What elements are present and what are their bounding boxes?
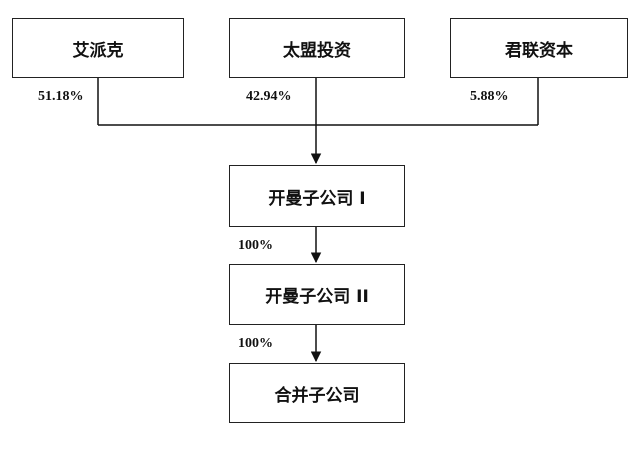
shareholder-box-junlian: 君联资本	[450, 18, 628, 78]
subsidiary-name: 合并子公司	[274, 385, 360, 406]
subsidiary-box-cayman-2: 开曼子公司 II	[229, 264, 405, 325]
share-label-aipaike: 51.18%	[38, 89, 84, 104]
subsidiary-name: 开曼子公司 II	[265, 287, 369, 307]
share-label-cayman-2: 100%	[238, 336, 273, 351]
share-label-taimeng: 42.94%	[246, 89, 292, 104]
shareholder-name: 太盟投资	[283, 40, 351, 61]
subsidiary-box-cayman-1: 开曼子公司 I	[229, 165, 405, 227]
shareholder-box-taimeng: 太盟投资	[229, 18, 405, 78]
subsidiary-name: 开曼子公司 I	[268, 188, 366, 209]
shareholder-box-aipaike: 艾派克	[12, 18, 184, 78]
share-label-cayman-1: 100%	[238, 238, 273, 253]
shareholder-name: 君联资本	[505, 40, 573, 61]
share-label-junlian: 5.88%	[470, 89, 509, 104]
shareholder-name: 艾派克	[72, 40, 124, 61]
subsidiary-box-merger-sub: 合并子公司	[229, 363, 405, 423]
